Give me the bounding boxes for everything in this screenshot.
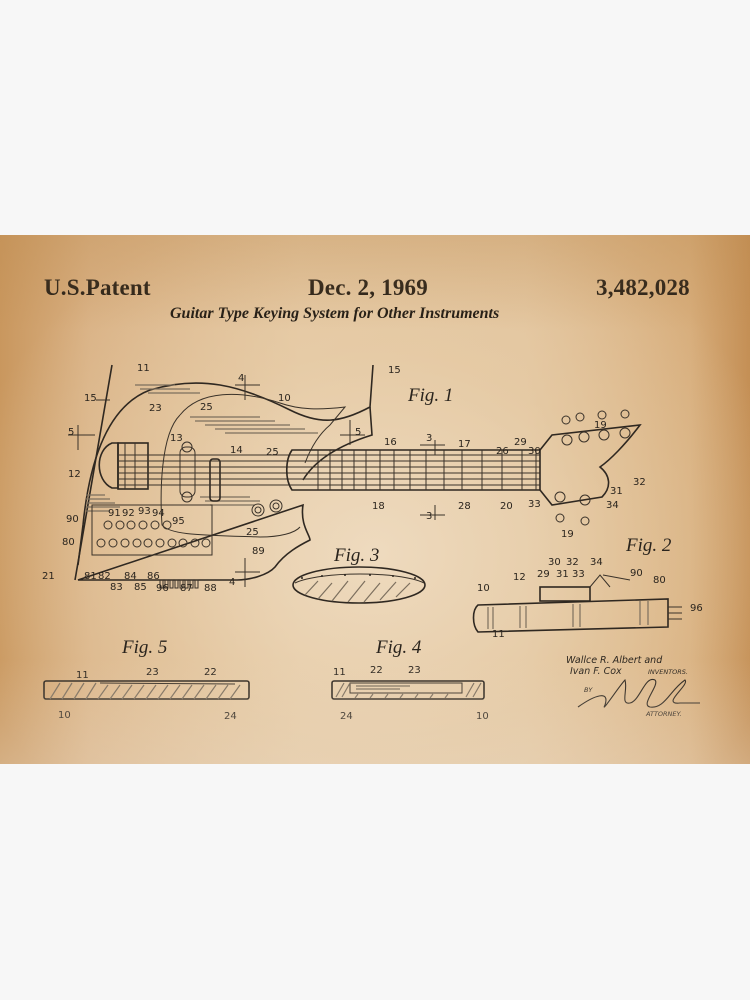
fig4-cross-section-drawing: Fig. 4 11 22 23 24 10	[331, 637, 489, 722]
svg-text:23: 23	[146, 667, 159, 678]
svg-text:25: 25	[200, 402, 213, 413]
svg-text:80: 80	[653, 575, 666, 586]
svg-text:96: 96	[156, 583, 169, 594]
patent-paper: U.S.Patent Dec. 2, 1969 3,482,028 Guitar…	[0, 235, 750, 764]
svg-text:93: 93	[138, 506, 151, 517]
svg-text:84: 84	[124, 571, 137, 582]
svg-text:10: 10	[58, 710, 71, 721]
svg-text:90: 90	[630, 568, 643, 579]
svg-text:26: 26	[496, 446, 509, 457]
fig3-cross-section-drawing: Fig. 3	[292, 545, 426, 604]
svg-text:94: 94	[152, 508, 165, 519]
svg-text:19: 19	[561, 529, 574, 540]
svg-text:95: 95	[172, 516, 185, 527]
svg-text:28: 28	[458, 501, 471, 512]
svg-text:18: 18	[372, 501, 385, 512]
svg-text:12: 12	[68, 469, 81, 480]
patent-label: U.S.Patent	[44, 275, 151, 300]
svg-text:89: 89	[252, 546, 265, 557]
patent-title: Guitar Type Keying System for Other Inst…	[170, 305, 500, 322]
svg-text:29: 29	[514, 437, 527, 448]
svg-text:80: 80	[62, 537, 75, 548]
svg-text:33: 33	[528, 499, 541, 510]
svg-text:10: 10	[476, 711, 489, 722]
fig5-cross-section-drawing: Fig. 5 11 23 22 10 24	[43, 637, 250, 722]
svg-text:4: 4	[238, 373, 244, 384]
svg-text:31: 31	[556, 569, 569, 580]
svg-text:30: 30	[548, 557, 561, 568]
svg-text:15: 15	[388, 365, 401, 376]
svg-text:17: 17	[458, 439, 471, 450]
svg-text:23: 23	[408, 665, 421, 676]
svg-text:11: 11	[76, 670, 89, 681]
svg-text:29: 29	[537, 569, 550, 580]
svg-text:14: 14	[230, 445, 243, 456]
svg-text:32: 32	[633, 477, 646, 488]
patent-date: Dec. 2, 1969	[308, 275, 428, 300]
inventors-caption: INVENTORS.	[648, 668, 688, 676]
svg-text:3: 3	[426, 433, 432, 444]
svg-text:16: 16	[384, 437, 397, 448]
fig1-label: Fig. 1	[407, 385, 453, 406]
inventor-line-2: Ivan F. Cox	[570, 666, 622, 677]
fig3-label: Fig. 3	[333, 545, 379, 566]
svg-text:96: 96	[690, 603, 703, 614]
svg-text:30: 30	[528, 446, 541, 457]
svg-text:92: 92	[122, 508, 135, 519]
svg-text:87: 87	[180, 583, 193, 594]
patent-number: 3,482,028	[596, 275, 690, 300]
svg-text:11: 11	[137, 363, 150, 374]
svg-text:25: 25	[246, 527, 259, 538]
svg-text:25: 25	[266, 447, 279, 458]
svg-text:23: 23	[149, 403, 162, 414]
svg-text:24: 24	[340, 711, 353, 722]
svg-text:82: 82	[98, 571, 111, 582]
svg-text:22: 22	[204, 667, 217, 678]
svg-text:19: 19	[594, 420, 607, 431]
svg-text:11: 11	[333, 667, 346, 678]
svg-text:5: 5	[68, 427, 74, 438]
svg-text:15: 15	[84, 393, 97, 404]
svg-text:81: 81	[84, 571, 97, 582]
by-label: BY	[584, 686, 593, 694]
svg-text:31: 31	[610, 486, 623, 497]
svg-text:32: 32	[566, 557, 579, 568]
svg-text:33: 33	[572, 569, 585, 580]
fig4-label: Fig. 4	[375, 637, 422, 658]
svg-text:21: 21	[42, 571, 55, 582]
svg-text:4: 4	[229, 577, 235, 588]
attorney-caption: ATTORNEY.	[645, 710, 682, 718]
svg-text:24: 24	[224, 711, 237, 722]
svg-text:34: 34	[590, 557, 603, 568]
svg-text:90: 90	[66, 514, 79, 525]
inventor-line-1: Wallce R. Albert and	[566, 655, 663, 666]
svg-text:91: 91	[108, 508, 121, 519]
svg-text:10: 10	[477, 583, 490, 594]
svg-text:22: 22	[370, 665, 383, 676]
svg-text:11: 11	[492, 629, 505, 640]
svg-text:83: 83	[110, 582, 123, 593]
svg-text:3: 3	[426, 511, 432, 522]
signature-block: Wallce R. Albert and Ivan F. Cox INVENTO…	[566, 655, 700, 718]
fig2-label: Fig. 2	[625, 535, 672, 556]
svg-text:5: 5	[355, 427, 361, 438]
svg-text:10: 10	[278, 393, 291, 404]
svg-text:12: 12	[513, 572, 526, 583]
attorney-signature	[577, 678, 700, 708]
svg-text:85: 85	[134, 582, 147, 593]
svg-text:88: 88	[204, 583, 217, 594]
svg-text:20: 20	[500, 501, 513, 512]
svg-text:34: 34	[606, 500, 619, 511]
svg-text:86: 86	[147, 571, 160, 582]
fig5-label: Fig. 5	[121, 637, 167, 658]
svg-text:13: 13	[170, 433, 183, 444]
